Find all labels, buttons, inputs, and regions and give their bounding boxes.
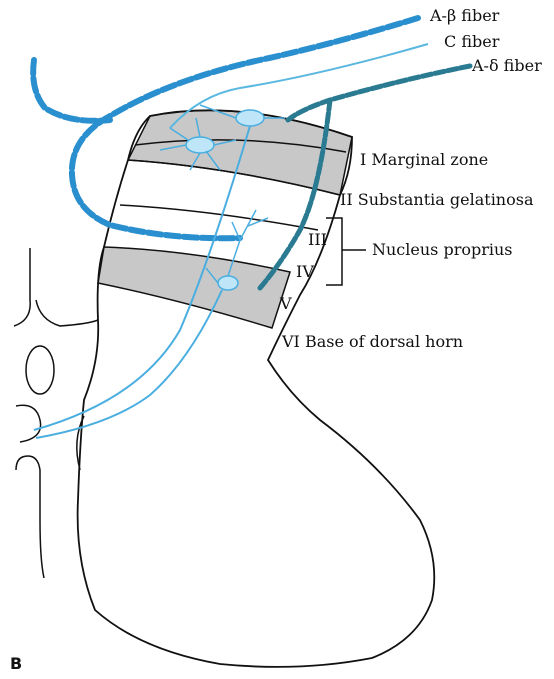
midline-structure: [13, 248, 31, 327]
lamina-VI-label: VI Base of dorsal horn: [282, 332, 464, 351]
lamina-IV-shade: [97, 246, 291, 329]
a-beta-fiber-path: [68, 15, 421, 242]
lamina-II-label: II Substantia gelatinosa: [340, 190, 534, 209]
ventral-fissure: [15, 404, 45, 579]
lamina-I-neuron-dendrites: [159, 117, 237, 171]
lamina-IV-neuron-dendrites: [205, 209, 269, 284]
midline-dot: [76, 415, 85, 471]
lamina-border-1: [134, 139, 347, 153]
a-beta-fiber-label: A-β fiber: [430, 6, 500, 25]
nucleus-proprius-bracket: [326, 217, 366, 286]
c-fiber-label: C fiber: [444, 32, 500, 51]
projection-axon-2: [35, 289, 223, 439]
a-beta-fiber-branch: [30, 57, 113, 124]
midline-structure-2: [35, 299, 99, 327]
projection-axon-1: [33, 125, 251, 431]
lamina-IV-neuron: [217, 275, 239, 291]
lamina-I-neuron: [185, 136, 215, 154]
central-canal: [25, 345, 55, 395]
lamina-V-label: V: [280, 294, 292, 313]
c-fiber-path: [169, 43, 429, 129]
panel-letter: B: [10, 654, 23, 673]
lamina-I-neuron-2: [235, 109, 265, 127]
a-delta-fiber-path: [257, 63, 473, 291]
lamina-III-label: III: [308, 230, 327, 249]
lamina-IV-label: IV: [296, 262, 314, 281]
a-delta-fiber-label: A-δ fiber: [472, 56, 542, 75]
lamina-I-neuron-2-processes: [199, 104, 285, 119]
nucleus-proprius-label: Nucleus proprius: [372, 240, 513, 259]
lamina-border-3: [119, 204, 319, 231]
lamina-I-label: I Marginal zone: [360, 150, 489, 169]
